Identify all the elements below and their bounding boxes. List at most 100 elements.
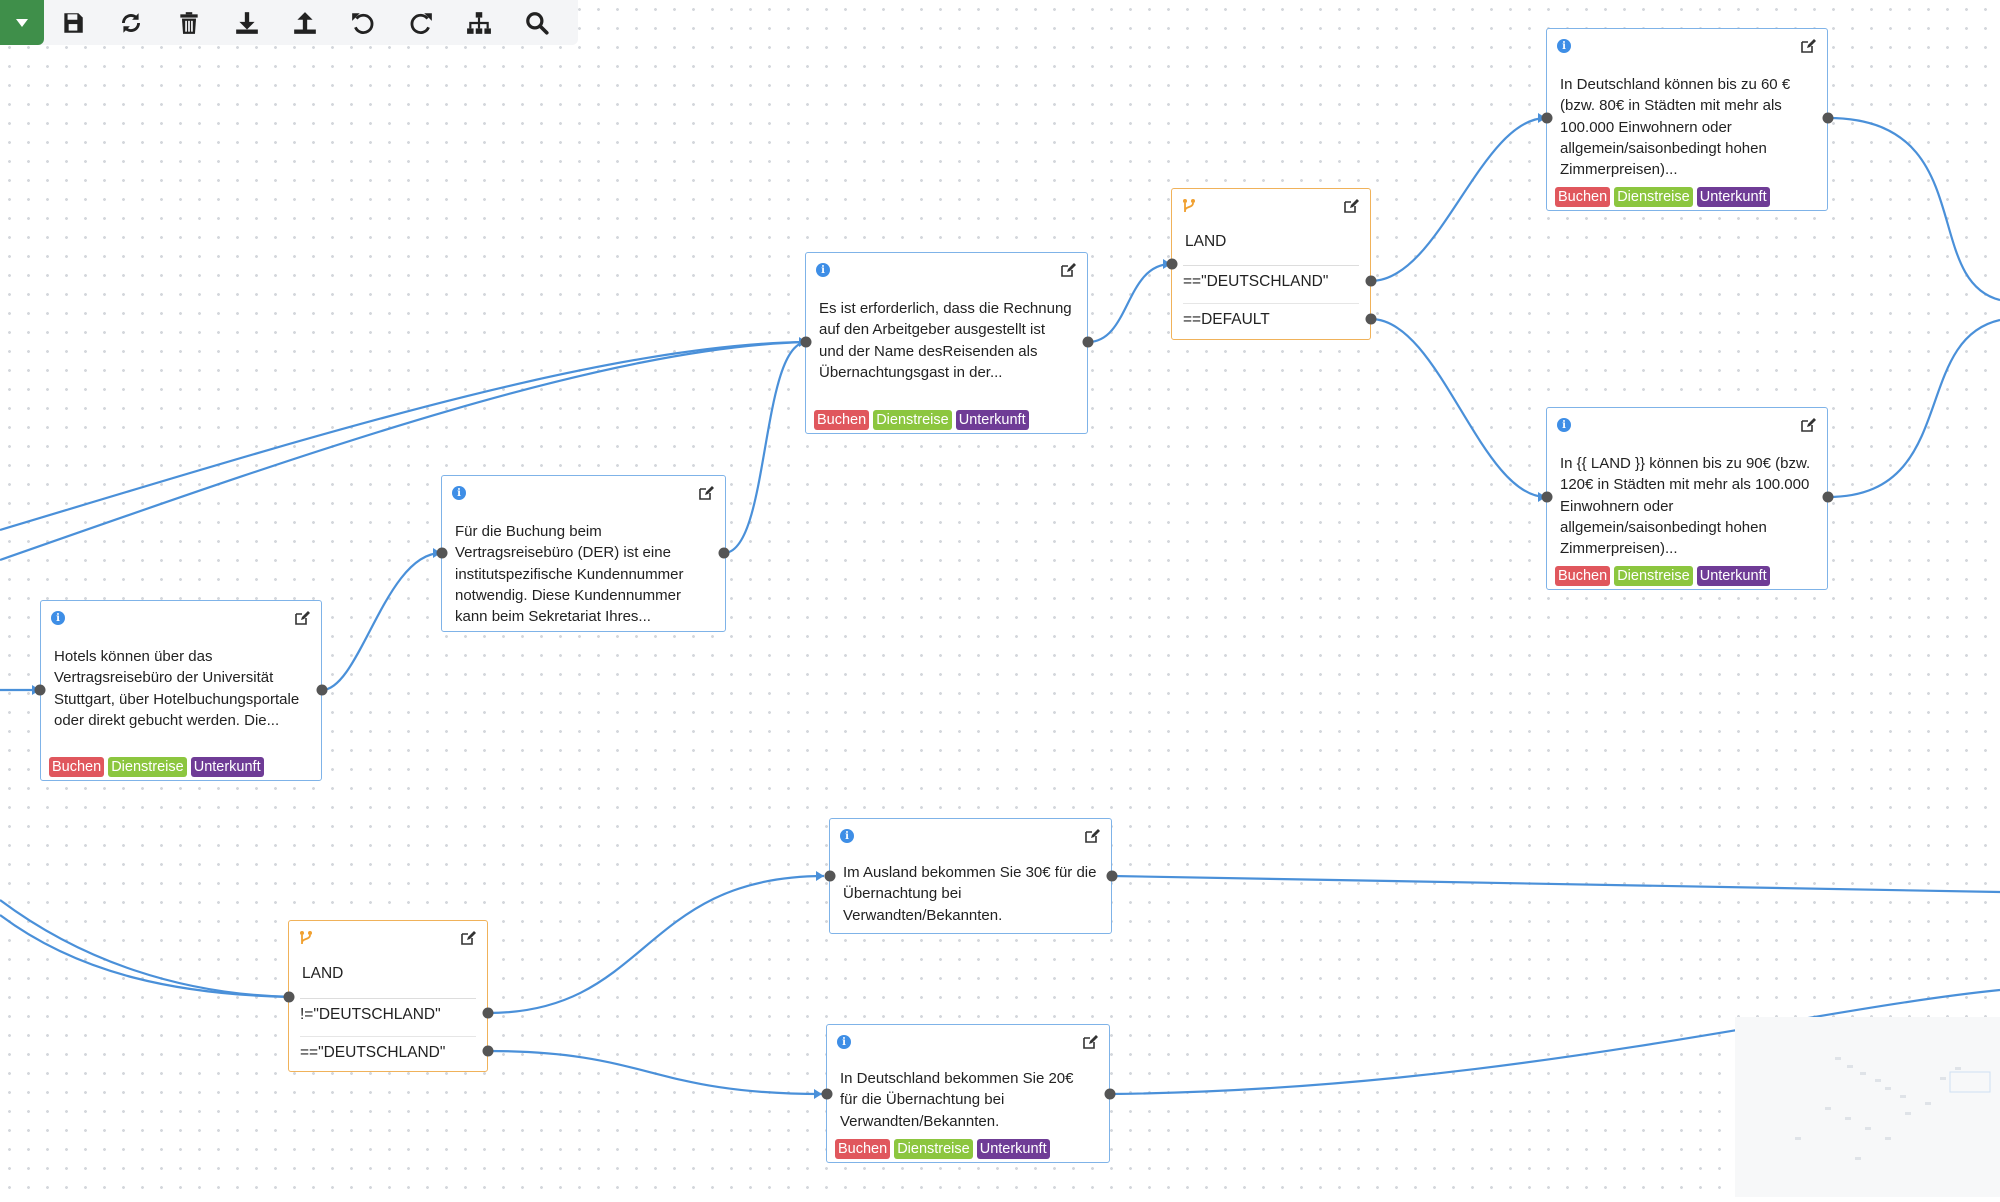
menu-dropdown-button[interactable] bbox=[0, 0, 44, 45]
undo-button[interactable] bbox=[334, 0, 392, 45]
edit-icon[interactable] bbox=[1342, 197, 1360, 215]
condition-case-not-deutschland[interactable]: !="DEUTSCHLAND" bbox=[300, 998, 476, 1030]
condition-case-default[interactable]: ==DEFAULT bbox=[1183, 303, 1359, 335]
info-node-land-90[interactable]: i In {{ LAND }} können bis zu 90€ (bzw. … bbox=[1546, 407, 1828, 590]
tag-list: Buchen Dienstreise Unterkunft bbox=[835, 1139, 1050, 1159]
layout-button[interactable] bbox=[450, 0, 508, 45]
edge-invoice-land[interactable] bbox=[1087, 262, 1172, 344]
output-port[interactable] bbox=[1822, 491, 1834, 503]
edge-abroad-out[interactable] bbox=[1111, 874, 2000, 894]
output-port[interactable] bbox=[1365, 275, 1377, 287]
info-icon: i bbox=[1557, 418, 1571, 432]
info-node-abroad-30[interactable]: i Im Ausland bekommen Sie 30€ für die Üb… bbox=[829, 818, 1112, 934]
edge-in-invoice-b[interactable] bbox=[0, 340, 806, 562]
info-icon: i bbox=[816, 263, 830, 277]
condition-case-deutschland[interactable]: =="DEUTSCHLAND" bbox=[300, 1036, 476, 1068]
edge-landbottom-abroad[interactable] bbox=[487, 874, 825, 1015]
info-icon: i bbox=[840, 829, 854, 843]
tag-unterkunft[interactable]: Unterkunft bbox=[976, 1139, 1050, 1159]
edge-landbottom-de20[interactable] bbox=[487, 1049, 823, 1096]
info-node-der-booking[interactable]: i Für die Buchung beim Vertragsreisebüro… bbox=[441, 475, 726, 632]
tag-dienstreise[interactable]: Dienstreise bbox=[873, 410, 952, 430]
condition-variable: LAND bbox=[302, 965, 344, 982]
redo-button[interactable] bbox=[392, 0, 450, 45]
output-port[interactable] bbox=[316, 684, 328, 696]
edit-icon[interactable] bbox=[1081, 1033, 1099, 1051]
info-icon: i bbox=[452, 486, 466, 500]
edge-land90-out[interactable] bbox=[1827, 318, 2000, 499]
output-port[interactable] bbox=[718, 547, 730, 559]
tag-list: Buchen Dienstreise Unterkunft bbox=[1555, 566, 1770, 586]
tag-buchen[interactable]: Buchen bbox=[1555, 187, 1611, 207]
info-icon: i bbox=[837, 1035, 851, 1049]
tag-unterkunft[interactable]: Unterkunft bbox=[1696, 187, 1770, 207]
info-node-de-60[interactable]: i In Deutschland können bis zu 60 € (bzw… bbox=[1546, 28, 1828, 211]
input-port[interactable] bbox=[800, 336, 812, 348]
edit-icon[interactable] bbox=[1059, 261, 1077, 279]
tag-buchen[interactable]: Buchen bbox=[814, 410, 870, 430]
toolbar bbox=[0, 0, 578, 45]
edit-icon[interactable] bbox=[697, 484, 715, 502]
info-icon: i bbox=[51, 611, 65, 625]
condition-node-land-bottom[interactable]: LAND !="DEUTSCHLAND" =="DEUTSCHLAND" bbox=[288, 920, 488, 1072]
edge-in-landbottom-b[interactable] bbox=[0, 914, 295, 999]
output-port[interactable] bbox=[482, 1007, 494, 1019]
input-port[interactable] bbox=[821, 1088, 833, 1100]
output-port[interactable] bbox=[1082, 336, 1094, 348]
node-text: Hotels können über das Vertragsreisebüro… bbox=[54, 648, 300, 729]
node-text: Im Ausland bekommen Sie 30€ für die Über… bbox=[843, 864, 1097, 924]
input-port[interactable] bbox=[34, 684, 46, 696]
input-port[interactable] bbox=[824, 870, 836, 882]
tag-buchen[interactable]: Buchen bbox=[49, 757, 105, 777]
edge-land-de60[interactable] bbox=[1370, 116, 1547, 283]
download-button[interactable] bbox=[218, 0, 276, 45]
edit-icon[interactable] bbox=[1083, 827, 1101, 845]
download-icon bbox=[236, 11, 258, 34]
tag-unterkunft[interactable]: Unterkunft bbox=[190, 757, 264, 777]
tag-dienstreise[interactable]: Dienstreise bbox=[1614, 187, 1693, 207]
edge-land-land90[interactable] bbox=[1370, 317, 1547, 499]
minimap[interactable] bbox=[1735, 1017, 2000, 1197]
input-port[interactable] bbox=[1541, 491, 1553, 503]
input-port[interactable] bbox=[1166, 258, 1178, 270]
edit-icon[interactable] bbox=[293, 609, 311, 627]
output-port[interactable] bbox=[482, 1045, 494, 1057]
upload-button[interactable] bbox=[276, 0, 334, 45]
save-button[interactable] bbox=[44, 0, 102, 45]
search-button[interactable] bbox=[508, 0, 566, 45]
refresh-button[interactable] bbox=[102, 0, 160, 45]
condition-node-land-top[interactable]: LAND =="DEUTSCHLAND" ==DEFAULT bbox=[1171, 188, 1371, 340]
edge-hotels-der[interactable] bbox=[321, 551, 442, 692]
tag-dienstreise[interactable]: Dienstreise bbox=[1614, 566, 1693, 586]
edge-in-invoice-a[interactable] bbox=[0, 340, 806, 532]
output-port[interactable] bbox=[1365, 313, 1377, 325]
condition-case-deutschland[interactable]: =="DEUTSCHLAND" bbox=[1183, 265, 1359, 297]
tag-buchen[interactable]: Buchen bbox=[835, 1139, 891, 1159]
input-port[interactable] bbox=[1541, 112, 1553, 124]
info-node-de-20[interactable]: i In Deutschland bekommen Sie 20€ für di… bbox=[826, 1024, 1110, 1163]
edge-de20-out[interactable] bbox=[1109, 988, 2000, 1096]
node-text: In {{ LAND }} können bis zu 90€ (bzw. 12… bbox=[1560, 455, 1811, 558]
edge-in-landbottom-a[interactable] bbox=[0, 899, 295, 999]
tag-list: Buchen Dienstreise Unterkunft bbox=[814, 410, 1029, 430]
tag-dienstreise[interactable]: Dienstreise bbox=[894, 1139, 973, 1159]
tag-buchen[interactable]: Buchen bbox=[1555, 566, 1611, 586]
info-node-invoice[interactable]: i Es ist erforderlich, dass die Rechnung… bbox=[805, 252, 1088, 434]
output-port[interactable] bbox=[1106, 870, 1118, 882]
minimap-preview bbox=[1795, 1057, 1991, 1160]
edge-de60-out[interactable] bbox=[1827, 116, 2000, 302]
tag-unterkunft[interactable]: Unterkunft bbox=[1696, 566, 1770, 586]
edit-icon[interactable] bbox=[459, 929, 477, 947]
input-port[interactable] bbox=[436, 547, 448, 559]
output-port[interactable] bbox=[1104, 1088, 1116, 1100]
node-text: Für die Buchung beim Vertragsreisebüro (… bbox=[455, 523, 684, 623]
output-port[interactable] bbox=[1822, 112, 1834, 124]
edit-icon[interactable] bbox=[1799, 37, 1817, 55]
tag-unterkunft[interactable]: Unterkunft bbox=[955, 410, 1029, 430]
info-node-hotels[interactable]: i Hotels können über das Vertragsreisebü… bbox=[40, 600, 322, 781]
edit-icon[interactable] bbox=[1799, 416, 1817, 434]
input-port[interactable] bbox=[283, 991, 295, 1003]
tag-dienstreise[interactable]: Dienstreise bbox=[108, 757, 187, 777]
delete-button[interactable] bbox=[160, 0, 218, 45]
edge-der-invoice[interactable] bbox=[723, 340, 808, 555]
